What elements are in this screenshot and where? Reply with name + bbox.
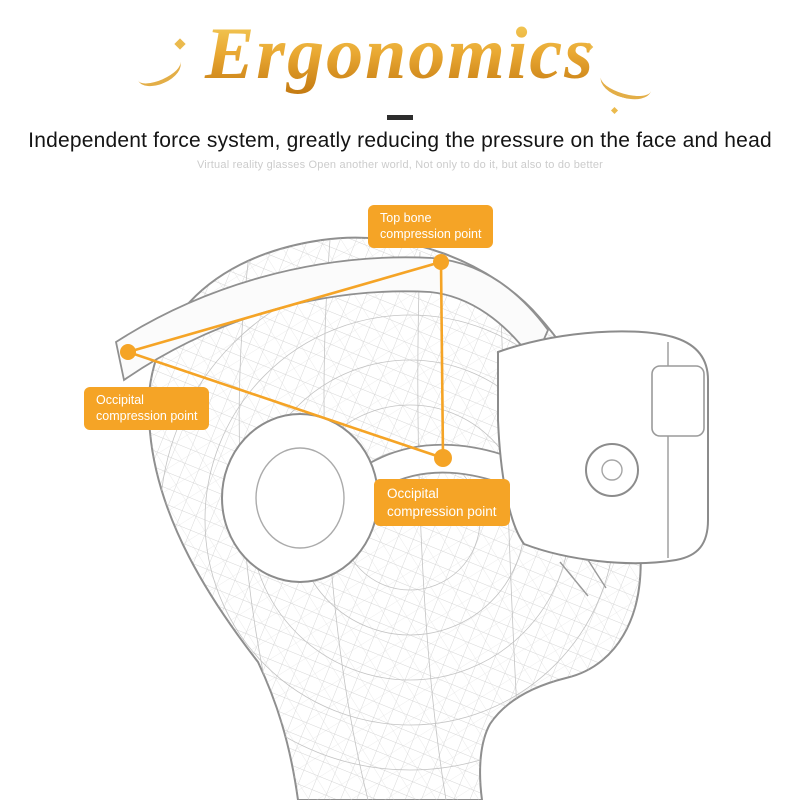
callout-line: Occipital: [387, 486, 439, 501]
callout-occipital-left: Occipital compression point: [84, 387, 210, 430]
callout-line: compression point: [96, 409, 198, 424]
ear-cup: [221, 413, 379, 583]
compression-point-dot-lower: [434, 449, 452, 467]
subtitle-text: Independent force system, greatly reduci…: [28, 129, 772, 152]
callout-line: compression point: [380, 227, 482, 242]
callout-line: compression point: [387, 503, 497, 519]
compression-triangle: [123, 260, 445, 460]
vr-headset: [497, 330, 709, 597]
divider-dash: [387, 115, 413, 120]
callout-line: Top bone: [380, 211, 432, 225]
compression-point-dot-top: [433, 254, 449, 270]
callout-occipital-lower: Occipital compression point: [374, 479, 510, 527]
page-title: Ergonomics: [0, 15, 800, 94]
compression-point-dot-left: [120, 344, 136, 360]
callout-line: Occipital: [96, 393, 144, 407]
callout-top-bone: Top bone compression point: [368, 205, 494, 248]
tagline-text: Virtual reality glasses Open another wor…: [196, 159, 604, 171]
